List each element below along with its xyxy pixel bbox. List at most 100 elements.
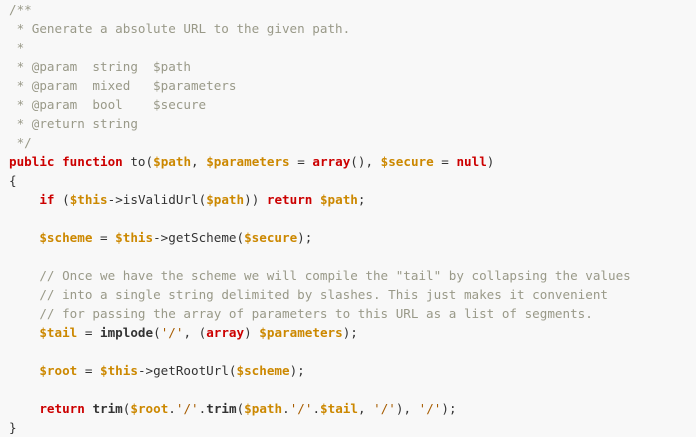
code-text: ); bbox=[289, 363, 305, 378]
code-text: ; bbox=[357, 192, 366, 207]
code-variable: $path bbox=[244, 401, 283, 416]
code-variable: $secure bbox=[380, 154, 434, 169]
code-line: * @param string $path bbox=[9, 57, 689, 76]
code-comment: // Once we have the scheme we will compi… bbox=[39, 268, 631, 283]
code-keyword: array bbox=[312, 154, 351, 169]
code-line: * Generate a absolute URL to the given p… bbox=[9, 19, 689, 38]
code-comment: /** bbox=[9, 2, 32, 17]
code-text: . bbox=[168, 401, 176, 416]
code-text: ) bbox=[244, 325, 260, 340]
code-variable: $scheme bbox=[39, 230, 93, 245]
code-comment: * bbox=[9, 40, 25, 55]
code-text: ->isValidUrl( bbox=[107, 192, 207, 207]
code-keyword: return bbox=[39, 401, 85, 416]
code-text: ); bbox=[297, 230, 313, 245]
code-text: , ( bbox=[183, 325, 207, 340]
code-text: ) bbox=[486, 154, 495, 169]
code-line: */ bbox=[9, 133, 689, 152]
code-variable: $scheme bbox=[236, 363, 290, 378]
code-text: to( bbox=[122, 154, 154, 169]
code-line: * @param mixed $parameters bbox=[9, 76, 689, 95]
code-text: ->getScheme( bbox=[153, 230, 245, 245]
code-text: } bbox=[9, 420, 17, 435]
code-text bbox=[9, 192, 39, 207]
code-keyword: array bbox=[206, 325, 245, 340]
code-text: = bbox=[289, 154, 313, 169]
code-comment: // for passing the array of parameters t… bbox=[39, 306, 593, 321]
code-line bbox=[9, 342, 689, 361]
code-text bbox=[9, 363, 39, 378]
code-text: ( bbox=[153, 325, 161, 340]
code-text: ); bbox=[342, 325, 358, 340]
code-text: . bbox=[198, 401, 207, 416]
code-text bbox=[9, 287, 39, 302]
code-line: // Once we have the scheme we will compi… bbox=[9, 266, 689, 285]
code-text: (), bbox=[350, 154, 381, 169]
code-text: = bbox=[433, 154, 457, 169]
code-variable: $path bbox=[206, 192, 245, 207]
code-line bbox=[9, 247, 689, 266]
code-line: { bbox=[9, 171, 689, 190]
code-line: $tail = implode('/', (array) $parameters… bbox=[9, 323, 689, 342]
code-text: ->getRootUrl( bbox=[137, 363, 237, 378]
code-variable: $tail bbox=[320, 401, 358, 416]
code-line: * @return string bbox=[9, 114, 689, 133]
code-variable: $secure bbox=[244, 230, 298, 245]
code-line: if ($this->isValidUrl($path)) return $pa… bbox=[9, 190, 689, 209]
code-variable: $this bbox=[115, 230, 154, 245]
code-comment: * @param string $path bbox=[9, 59, 191, 74]
code-text: ), bbox=[395, 401, 419, 416]
code-line: // for passing the array of parameters t… bbox=[9, 304, 689, 323]
code-builtin: implode bbox=[100, 325, 154, 340]
code-string: '/' bbox=[175, 401, 199, 416]
code-text bbox=[9, 401, 39, 416]
code-line: * @param bool $secure bbox=[9, 95, 689, 114]
code-keyword: if bbox=[39, 192, 55, 207]
code-line: /** bbox=[9, 0, 689, 19]
code-comment: * @param bool $secure bbox=[9, 97, 207, 112]
code-variable: $path bbox=[153, 154, 192, 169]
code-variable: $tail bbox=[39, 325, 78, 340]
code-keyword: function bbox=[62, 154, 123, 169]
code-string: '/' bbox=[418, 401, 442, 416]
code-variable: $root bbox=[130, 401, 169, 416]
code-text: . bbox=[282, 401, 290, 416]
code-variable: $parameters bbox=[259, 325, 343, 340]
code-comment: * @param mixed $parameters bbox=[9, 78, 237, 93]
code-line: public function to($path, $parameters = … bbox=[9, 152, 689, 171]
code-line: } bbox=[9, 418, 689, 437]
code-line: return trim($root.'/'.trim($path.'/'.$ta… bbox=[9, 399, 689, 418]
code-comment: * @return string bbox=[9, 116, 138, 131]
code-variable: $root bbox=[39, 363, 78, 378]
code-comment: // into a single string delimited by sla… bbox=[39, 287, 608, 302]
code-keyword: public bbox=[9, 154, 55, 169]
code-text: = bbox=[77, 363, 101, 378]
code-block: /** * Generate a absolute URL to the giv… bbox=[9, 0, 689, 437]
code-text bbox=[9, 325, 39, 340]
code-text bbox=[9, 306, 39, 321]
code-text bbox=[9, 230, 39, 245]
code-line: * bbox=[9, 38, 689, 57]
code-comment: * Generate a absolute URL to the given p… bbox=[9, 21, 351, 36]
code-line bbox=[9, 209, 689, 228]
code-text: ); bbox=[441, 401, 457, 416]
code-keyword: null bbox=[456, 154, 487, 169]
code-text bbox=[55, 154, 63, 169]
code-text: , bbox=[191, 154, 207, 169]
code-text: = bbox=[77, 325, 101, 340]
code-string: '/' bbox=[289, 401, 313, 416]
code-string: '/' bbox=[160, 325, 184, 340]
code-builtin: trim bbox=[92, 401, 123, 416]
code-builtin: trim bbox=[206, 401, 237, 416]
code-text: { bbox=[9, 173, 17, 188]
code-variable: $this bbox=[100, 363, 138, 378]
code-variable: $this bbox=[69, 192, 108, 207]
code-text: = bbox=[92, 230, 116, 245]
code-line: $scheme = $this->getScheme($secure); bbox=[9, 228, 689, 247]
code-text bbox=[312, 192, 320, 207]
code-text: . bbox=[312, 401, 321, 416]
code-comment: */ bbox=[9, 135, 32, 150]
code-text bbox=[9, 268, 39, 283]
code-line: $root = $this->getRootUrl($scheme); bbox=[9, 361, 689, 380]
code-text: )) bbox=[244, 192, 267, 207]
